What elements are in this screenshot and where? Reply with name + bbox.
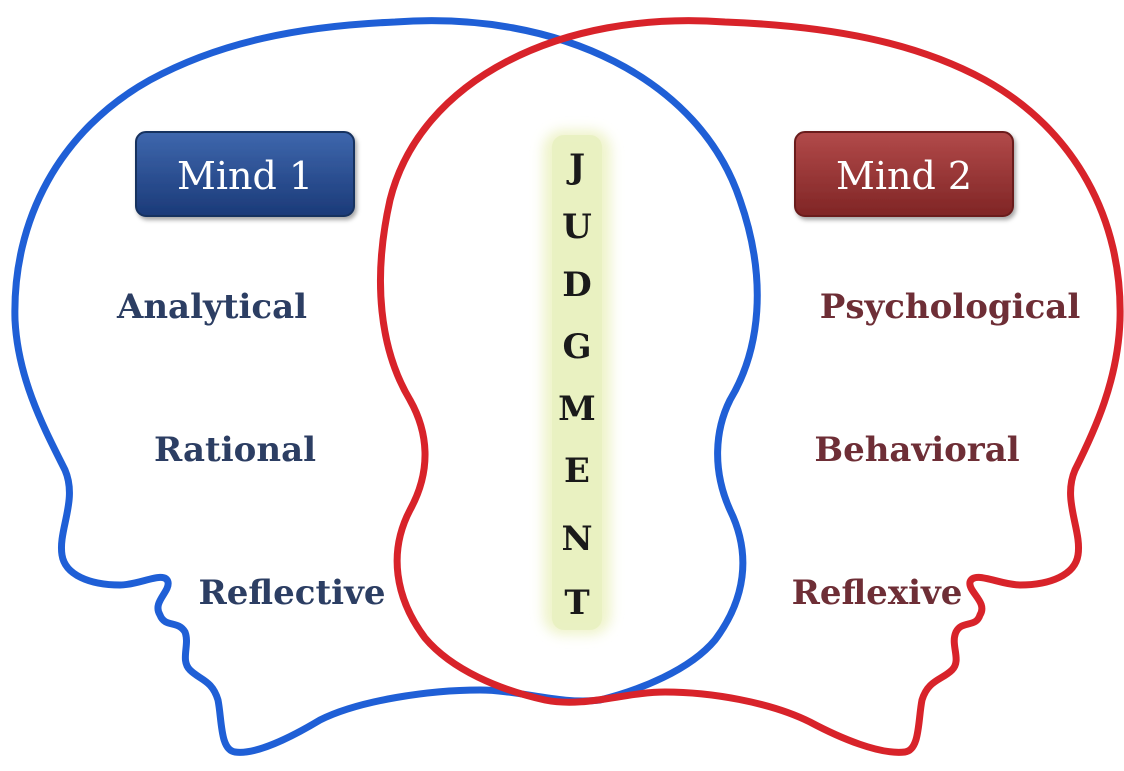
mind2-trait-reflexive: Reflexive [792, 573, 963, 613]
judgment-letter-g: G [562, 327, 591, 367]
judgment-letter-d: D [562, 265, 591, 305]
mind2-trait-psychological: Psychological [820, 287, 1081, 327]
judgment-letter-t: T [564, 583, 589, 623]
mind1-trait-analytical: Analytical [116, 287, 307, 327]
mind1-head-outline [11, 17, 761, 756]
judgment-column [552, 135, 602, 630]
judgment-letter-e: E [564, 451, 590, 491]
mind1-label: Mind 1 [177, 154, 313, 198]
mind1-badge: Mind 1 [135, 131, 355, 217]
mind1-trait-reflective: Reflective [199, 573, 386, 613]
mind1-trait-rational: Rational [154, 430, 316, 470]
judgment-letter-m: M [558, 389, 596, 429]
judgment-letter-j: J [566, 147, 585, 187]
mind2-head-outline [377, 17, 1124, 756]
mind2-label: Mind 2 [836, 154, 972, 198]
judgment-letters: J U D G M E N T [558, 147, 596, 623]
mind2-badge: Mind 2 [794, 131, 1014, 217]
mind2-trait-behavioral: Behavioral [814, 430, 1019, 470]
judgment-letter-n: N [561, 519, 592, 559]
judgment-letter-u: U [562, 207, 592, 247]
